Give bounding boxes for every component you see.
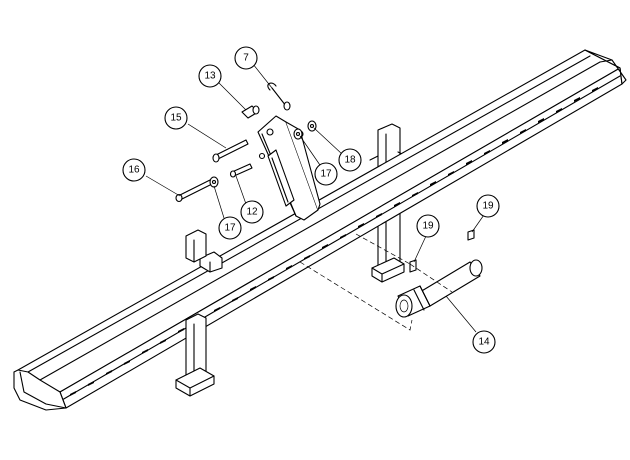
hardware-parts bbox=[175, 82, 475, 273]
callout-17-lower-label: 17 bbox=[224, 223, 236, 234]
leader-lines bbox=[145, 63, 487, 333]
callout-17-upper: 17 bbox=[314, 162, 338, 186]
callout-13-label: 13 bbox=[204, 71, 216, 82]
callout-17-lower: 17 bbox=[218, 216, 242, 240]
callout-19-left: 19 bbox=[416, 214, 440, 238]
callout-12: 12 bbox=[240, 200, 264, 224]
callout-16: 16 bbox=[122, 158, 146, 182]
callout-14-label: 14 bbox=[478, 337, 490, 348]
callout-13: 13 bbox=[198, 64, 222, 88]
callout-17-upper-label: 17 bbox=[320, 169, 332, 180]
callout-15-label: 15 bbox=[170, 113, 182, 124]
callout-14: 14 bbox=[472, 330, 496, 354]
callout-19-right-label: 19 bbox=[482, 201, 494, 212]
main-beam bbox=[13, 49, 627, 411]
callout-12-label: 12 bbox=[246, 207, 258, 218]
callout-18: 18 bbox=[338, 148, 362, 172]
callout-15: 15 bbox=[164, 106, 188, 130]
front-support-post bbox=[175, 229, 215, 397]
callout-18-label: 18 bbox=[344, 155, 356, 166]
callout-19-right: 19 bbox=[476, 194, 500, 218]
callout-19-left-label: 19 bbox=[422, 221, 434, 232]
callout-7-label: 7 bbox=[243, 53, 249, 64]
mounting-plate bbox=[257, 115, 321, 221]
callout-7: 7 bbox=[234, 46, 258, 70]
callout-16-label: 16 bbox=[128, 165, 140, 176]
hydraulic-cylinder bbox=[395, 259, 483, 318]
